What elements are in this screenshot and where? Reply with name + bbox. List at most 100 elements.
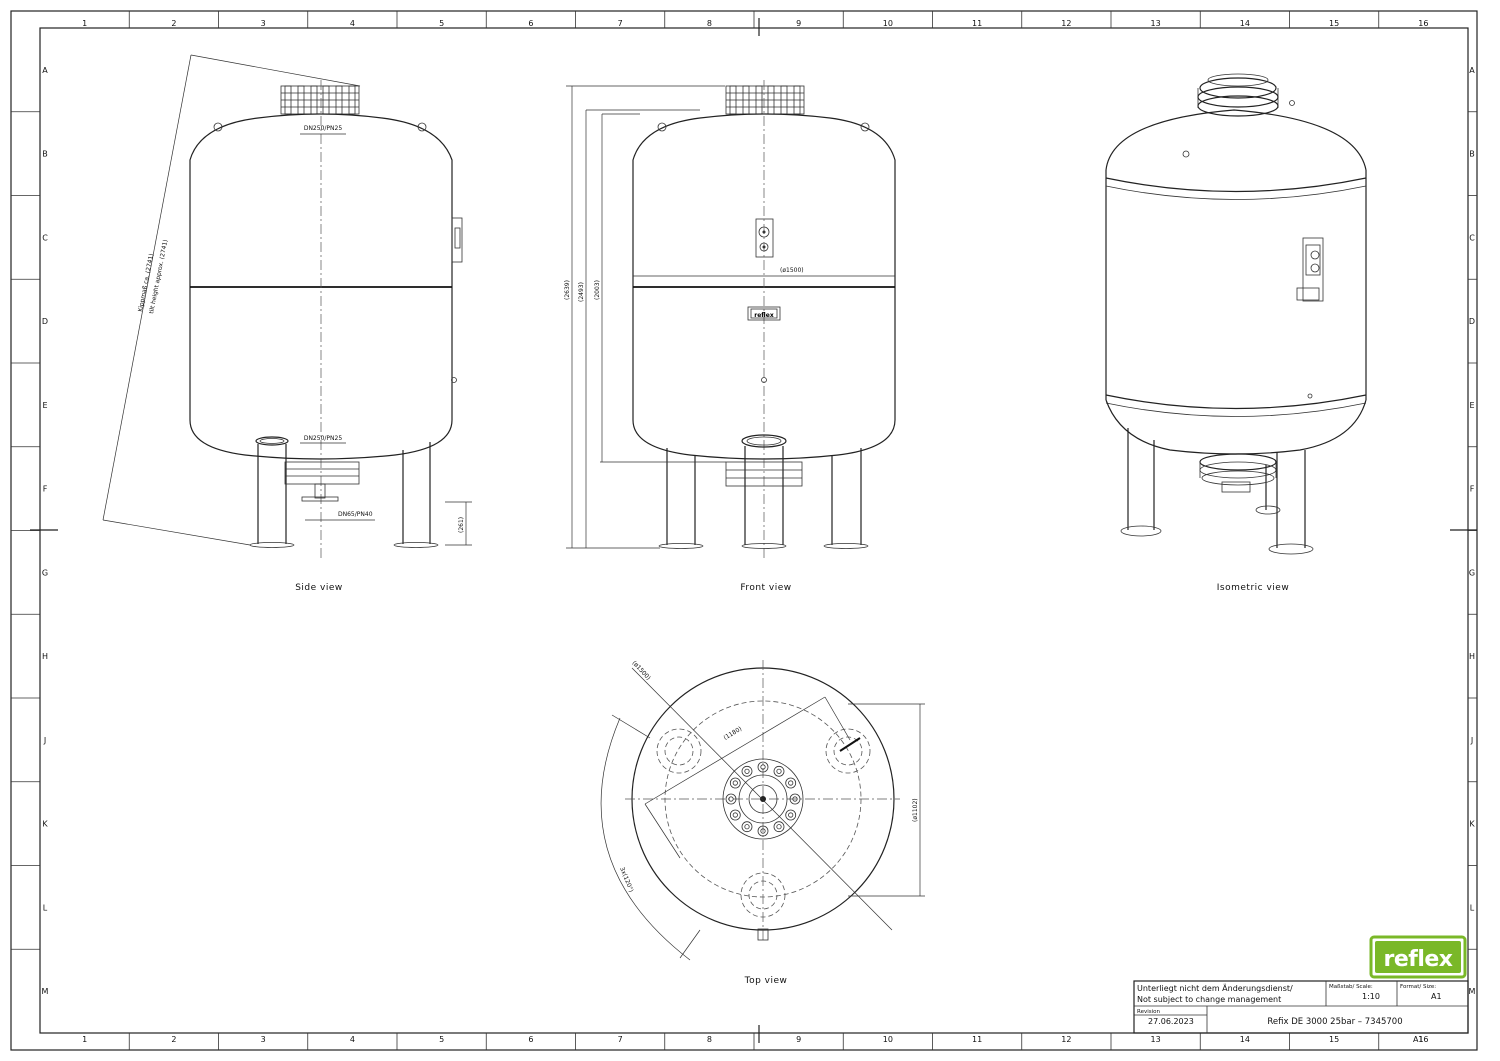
- grid-col-bottom-5: 5: [439, 1035, 444, 1044]
- grid-col-top-15: 15: [1329, 19, 1339, 28]
- logo-text: reflex: [1384, 947, 1453, 972]
- grid-row-right-D: D: [1469, 317, 1475, 326]
- grid-row-right-B: B: [1469, 150, 1475, 159]
- notice-de: Unterliegt nicht dem Änderungsdienst/: [1137, 983, 1293, 993]
- angle-dim: 3x(120°): [618, 866, 634, 893]
- height-2493-dim: (2493): [578, 282, 585, 302]
- grid-row-left-J: J: [43, 736, 46, 745]
- grid-row-right-C: C: [1469, 233, 1475, 242]
- grid-row-right-L: L: [1470, 903, 1475, 912]
- front-view: [566, 80, 896, 560]
- flange-bolt: [757, 825, 769, 837]
- grid-row-left-M: M: [42, 987, 49, 996]
- bolts-top-front: [729, 85, 801, 115]
- side-view: [102, 54, 472, 560]
- grid-col-bottom-13: 13: [1151, 1035, 1161, 1044]
- grid-col-top-14: 14: [1240, 19, 1250, 28]
- tilt-height-en: tilt height approx. (2741): [148, 239, 169, 314]
- drawing-title: Refix DE 3000 25bar – 7345700: [1267, 1017, 1402, 1027]
- feet-height-dim: (261): [458, 517, 465, 533]
- sheet-format: A1: [1413, 1035, 1424, 1044]
- flange-bolt: [729, 809, 741, 821]
- reflex-logo: reflex: [1369, 935, 1467, 979]
- flange-bolt: [773, 765, 785, 777]
- notice-en: Not subject to change management: [1137, 995, 1281, 1004]
- grid-row-right-A: A: [1469, 66, 1475, 75]
- flange-bolt: [785, 809, 797, 821]
- flange-bolt: [789, 793, 801, 805]
- grid-row-left-E: E: [42, 401, 47, 410]
- grid-col-bottom-9: 9: [796, 1035, 801, 1044]
- grid-col-top-9: 9: [796, 19, 801, 28]
- grid-row-left-B: B: [42, 150, 48, 159]
- revision-date: 27.06.2023: [1148, 1017, 1194, 1026]
- grid-row-right-M: M: [1469, 987, 1476, 996]
- flange-bolt: [757, 761, 769, 773]
- grid-col-top-7: 7: [618, 19, 623, 28]
- grid-col-bottom-15: 15: [1329, 1035, 1339, 1044]
- pitch-1180-dim: (1180): [722, 725, 743, 741]
- top-flange-bolts: [725, 761, 801, 837]
- grid-col-top-8: 8: [707, 19, 712, 28]
- grid-col-bottom-3: 3: [261, 1035, 266, 1044]
- front-brand-plate: [747, 306, 781, 321]
- grid-row-left-D: D: [42, 317, 48, 326]
- grid-row-left-G: G: [42, 568, 48, 577]
- grid-col-top-10: 10: [883, 19, 893, 28]
- grid-row-right-H: H: [1469, 652, 1475, 661]
- front-brand-text: reflex: [754, 312, 774, 319]
- grid-col-bottom-1: 1: [82, 1035, 87, 1044]
- grid-col-bottom-11: 11: [972, 1035, 982, 1044]
- total-height-dim: (2639): [564, 280, 571, 300]
- pitch-1102-dim: (ø1102): [912, 798, 919, 822]
- title-block: [1133, 980, 1469, 1034]
- grid-col-top-13: 13: [1151, 19, 1161, 28]
- flange-bolt: [773, 821, 785, 833]
- flange-bolt-nut: [744, 768, 750, 774]
- grid-col-bottom-2: 2: [171, 1035, 176, 1044]
- grid-col-bottom-10: 10: [883, 1035, 893, 1044]
- format-value: A1: [1431, 992, 1442, 1001]
- grid-col-bottom-14: 14: [1240, 1035, 1250, 1044]
- flange-bolt-nut: [776, 768, 782, 774]
- side-view-label: Side view: [295, 583, 343, 593]
- drawing-frame: [10, 10, 1478, 1051]
- flange-bolt-nut: [776, 824, 782, 830]
- centre-marks: [30, 18, 1477, 1043]
- grid-col-top-6: 6: [528, 19, 533, 28]
- front-view-label: Front view: [740, 583, 791, 593]
- grid-col-bottom-16: 16: [1418, 1035, 1428, 1044]
- grid-col-bottom-7: 7: [618, 1035, 623, 1044]
- grid-col-bottom-12: 12: [1061, 1035, 1071, 1044]
- grid-ticks: [11, 11, 1477, 1050]
- flange-bolt-nut: [728, 796, 734, 802]
- isometric-view: [1105, 73, 1367, 555]
- front-diameter-dim: (ø1500): [780, 267, 804, 274]
- flange-bolt: [741, 765, 753, 777]
- grid-row-left-L: L: [43, 903, 48, 912]
- grid-row-left-A: A: [42, 66, 48, 75]
- grid-row-right-J: J: [1470, 736, 1473, 745]
- grid-col-top-11: 11: [972, 19, 982, 28]
- grid-row-left-H: H: [42, 652, 48, 661]
- grid-row-left-F: F: [43, 485, 48, 494]
- flange-bolt-nut: [732, 780, 738, 786]
- grid-row-left-C: C: [42, 233, 48, 242]
- grid-col-top-5: 5: [439, 19, 444, 28]
- grid-col-bottom-4: 4: [350, 1035, 355, 1044]
- grid-row-right-G: G: [1469, 568, 1475, 577]
- format-label: Format/ Size:: [1400, 984, 1436, 990]
- grid-col-bottom-8: 8: [707, 1035, 712, 1044]
- grid-row-right-E: E: [1469, 401, 1474, 410]
- grid-col-top-3: 3: [261, 19, 266, 28]
- scale-value: 1:10: [1362, 992, 1380, 1001]
- flange-bolt: [785, 777, 797, 789]
- grid-col-bottom-6: 6: [528, 1035, 533, 1044]
- flange-bolt: [725, 793, 737, 805]
- grid-col-top-16: 16: [1418, 19, 1428, 28]
- flange-bolt: [729, 777, 741, 789]
- grid-col-top-12: 12: [1061, 19, 1071, 28]
- flange-bolt-nut: [788, 780, 794, 786]
- grid-labels: 1122334455667788991010111112121313141415…: [42, 19, 1476, 1044]
- grid-row-right-K: K: [1469, 820, 1475, 829]
